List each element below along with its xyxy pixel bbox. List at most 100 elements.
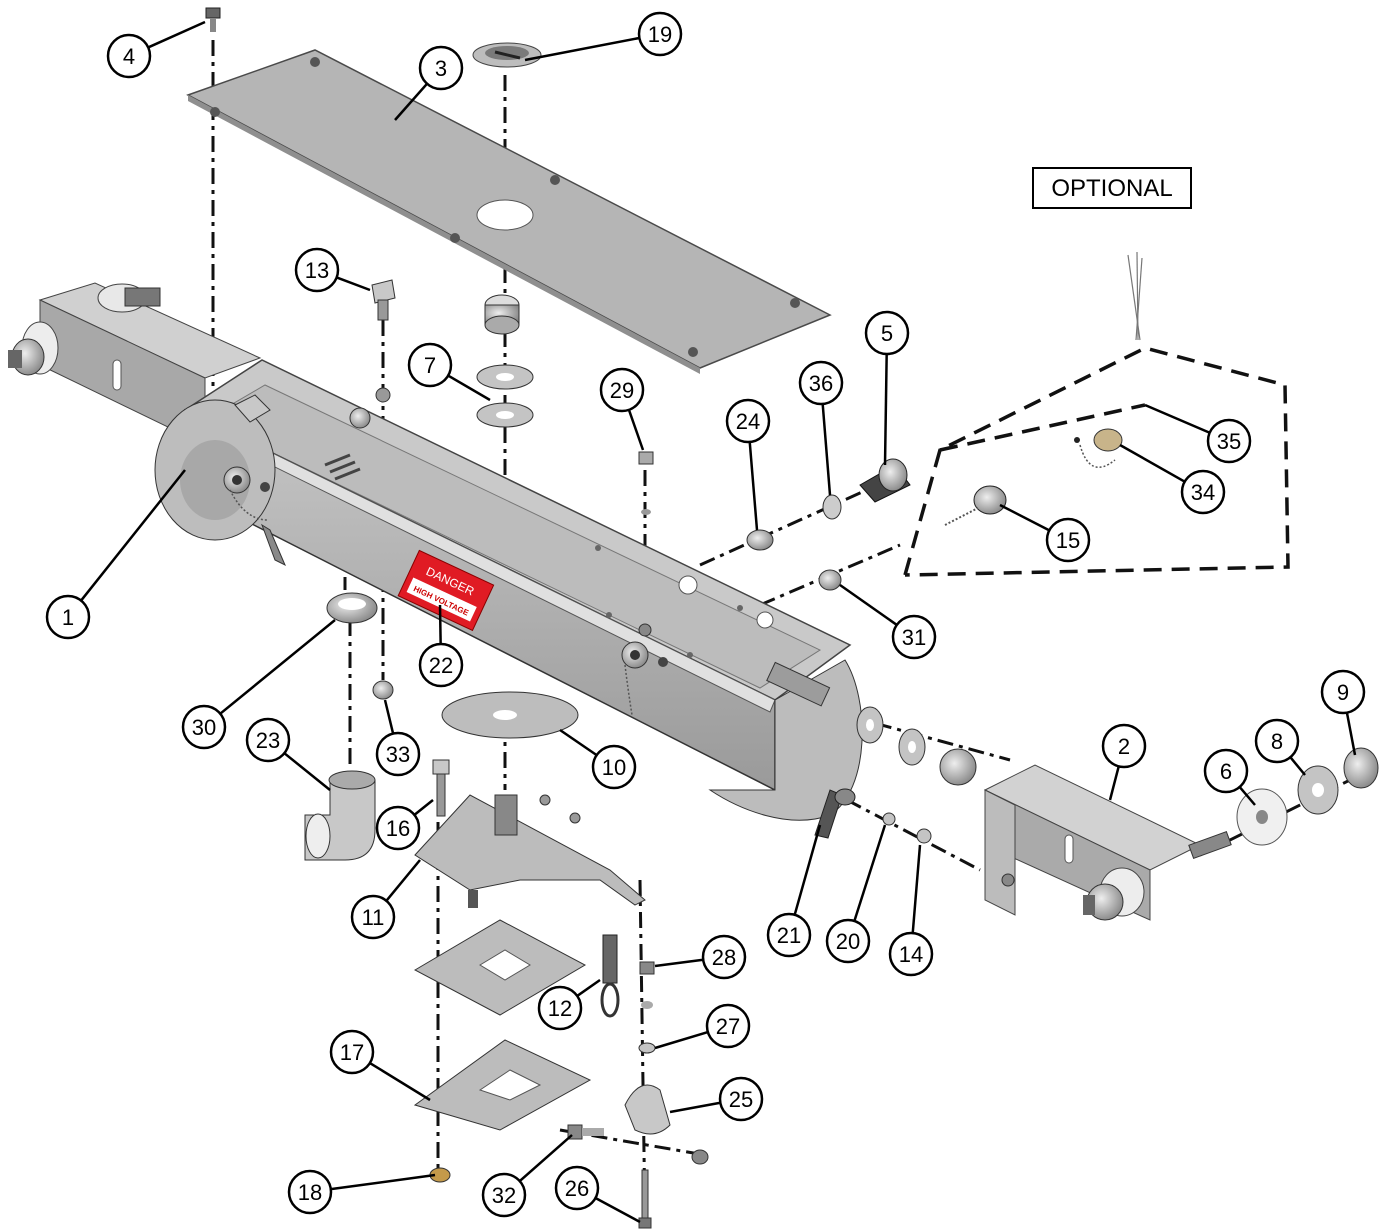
cap-part-34 xyxy=(1074,428,1123,469)
callout-leader-23 xyxy=(283,752,331,791)
callout-25: 25 xyxy=(669,1076,764,1122)
callout-leader-29 xyxy=(627,409,645,451)
handle-part-21 xyxy=(814,788,856,839)
callout-bubble-3 xyxy=(418,45,464,91)
callout-bubble-31 xyxy=(891,614,937,660)
callout-bubble-15 xyxy=(1045,517,1091,563)
right-extension-arm xyxy=(983,764,1232,921)
spring-pin-part-12 xyxy=(600,934,620,1018)
callout-number-6: 6 xyxy=(1220,759,1232,784)
callout-number-2: 2 xyxy=(1118,734,1130,759)
callout-bubble-28 xyxy=(701,934,747,980)
optional-boundary xyxy=(903,346,1290,577)
bolt-part-13 xyxy=(371,279,396,321)
callout-bubble-35 xyxy=(1206,418,1252,464)
top-cover-plate xyxy=(186,49,832,374)
connector-part-5 xyxy=(859,458,911,503)
callout-bubble-30 xyxy=(181,704,227,750)
callout-bubble-1 xyxy=(45,594,91,640)
callout-bubble-5 xyxy=(864,310,910,356)
callout-leader-30 xyxy=(219,619,336,715)
callout-27: 27 xyxy=(654,1003,751,1050)
callout-leader-25 xyxy=(669,1101,721,1114)
bolt-part-29 xyxy=(638,451,654,515)
callout-number-8: 8 xyxy=(1271,729,1283,754)
callout-leader-31 xyxy=(839,583,898,626)
callout-bubble-25 xyxy=(718,1076,764,1122)
callout-number-10: 10 xyxy=(602,755,626,780)
callout-number-23: 23 xyxy=(256,728,280,753)
callout-number-9: 9 xyxy=(1337,680,1349,705)
callout-bubble-9 xyxy=(1320,669,1366,715)
callout-number-27: 27 xyxy=(716,1014,740,1039)
callout-4: 4 xyxy=(106,20,206,79)
callout-23: 23 xyxy=(245,717,331,791)
clamp-part-25 xyxy=(624,1084,709,1165)
plate-lower-part-17 xyxy=(413,1039,592,1131)
callout-1: 1 xyxy=(45,469,186,640)
callout-29: 29 xyxy=(599,367,645,451)
callout-bubble-34 xyxy=(1180,469,1226,515)
callout-bubble-29 xyxy=(599,367,645,413)
callout-bubble-18 xyxy=(287,1169,333,1215)
callout-bubble-20 xyxy=(825,918,871,964)
callout-13: 13 xyxy=(294,247,371,293)
callout-31: 31 xyxy=(839,583,937,660)
optional-label-box: OPTIONAL xyxy=(1032,167,1192,209)
callout-bubble-14 xyxy=(888,931,934,977)
callout-leader-21 xyxy=(793,824,822,916)
callout-bubble-27 xyxy=(705,1003,751,1049)
nut-part-14 xyxy=(916,828,932,844)
callout-leader-1 xyxy=(80,469,186,602)
callout-6: 6 xyxy=(1203,748,1256,806)
callout-bubble-13 xyxy=(294,247,340,293)
callout-5: 5 xyxy=(864,310,910,466)
callout-18: 18 xyxy=(287,1169,436,1215)
callout-leader-16 xyxy=(413,799,434,816)
callout-bubble-23 xyxy=(245,717,291,763)
washer-part-20 xyxy=(882,812,896,826)
callout-number-3: 3 xyxy=(435,56,447,81)
callout-bubble-6 xyxy=(1203,748,1249,794)
nut-part-31 xyxy=(818,569,842,591)
callout-number-31: 31 xyxy=(902,625,926,650)
callout-number-15: 15 xyxy=(1056,528,1080,553)
callout-leader-8 xyxy=(1289,756,1306,776)
callout-leader-32 xyxy=(518,1134,573,1183)
callout-12: 12 xyxy=(537,978,601,1031)
callout-number-22: 22 xyxy=(429,653,453,678)
nut-part-30 xyxy=(326,592,378,624)
callout-number-32: 32 xyxy=(492,1183,516,1208)
left-extension-arm xyxy=(8,282,262,446)
washer-right-1 xyxy=(856,706,884,744)
callout-bubble-21 xyxy=(766,912,812,958)
callout-leader-6 xyxy=(1238,786,1256,806)
callout-number-34: 34 xyxy=(1191,480,1215,505)
bolt-part-26 xyxy=(638,1169,652,1229)
callout-layer: 1234567891011121314151617181920212223242… xyxy=(45,11,1366,1224)
callout-leader-36 xyxy=(821,403,832,496)
callout-leader-14 xyxy=(911,844,922,934)
washer-part-7a xyxy=(476,364,534,390)
clip-part-36 xyxy=(822,494,842,520)
callout-leader-4 xyxy=(147,20,206,49)
callout-leader-11 xyxy=(385,859,421,902)
callout-number-30: 30 xyxy=(192,715,216,740)
callout-number-33: 33 xyxy=(386,742,410,767)
callout-bubble-7 xyxy=(407,342,453,388)
callout-number-36: 36 xyxy=(809,371,833,396)
callout-number-17: 17 xyxy=(340,1040,364,1065)
callout-number-26: 26 xyxy=(565,1176,589,1201)
callout-number-35: 35 xyxy=(1217,429,1241,454)
optional-label: OPTIONAL xyxy=(1051,175,1172,202)
callout-26: 26 xyxy=(554,1165,641,1224)
screw-part-4 xyxy=(205,7,221,32)
callout-leader-27 xyxy=(654,1030,709,1050)
callout-leader-3 xyxy=(394,82,429,121)
callout-bubble-16 xyxy=(375,805,421,851)
callout-22: 22 xyxy=(418,604,464,688)
elbow-fitting-part-23 xyxy=(304,770,376,861)
callout-bubble-36 xyxy=(798,360,844,406)
callout-leader-20 xyxy=(853,824,887,922)
callout-20: 20 xyxy=(825,824,887,964)
